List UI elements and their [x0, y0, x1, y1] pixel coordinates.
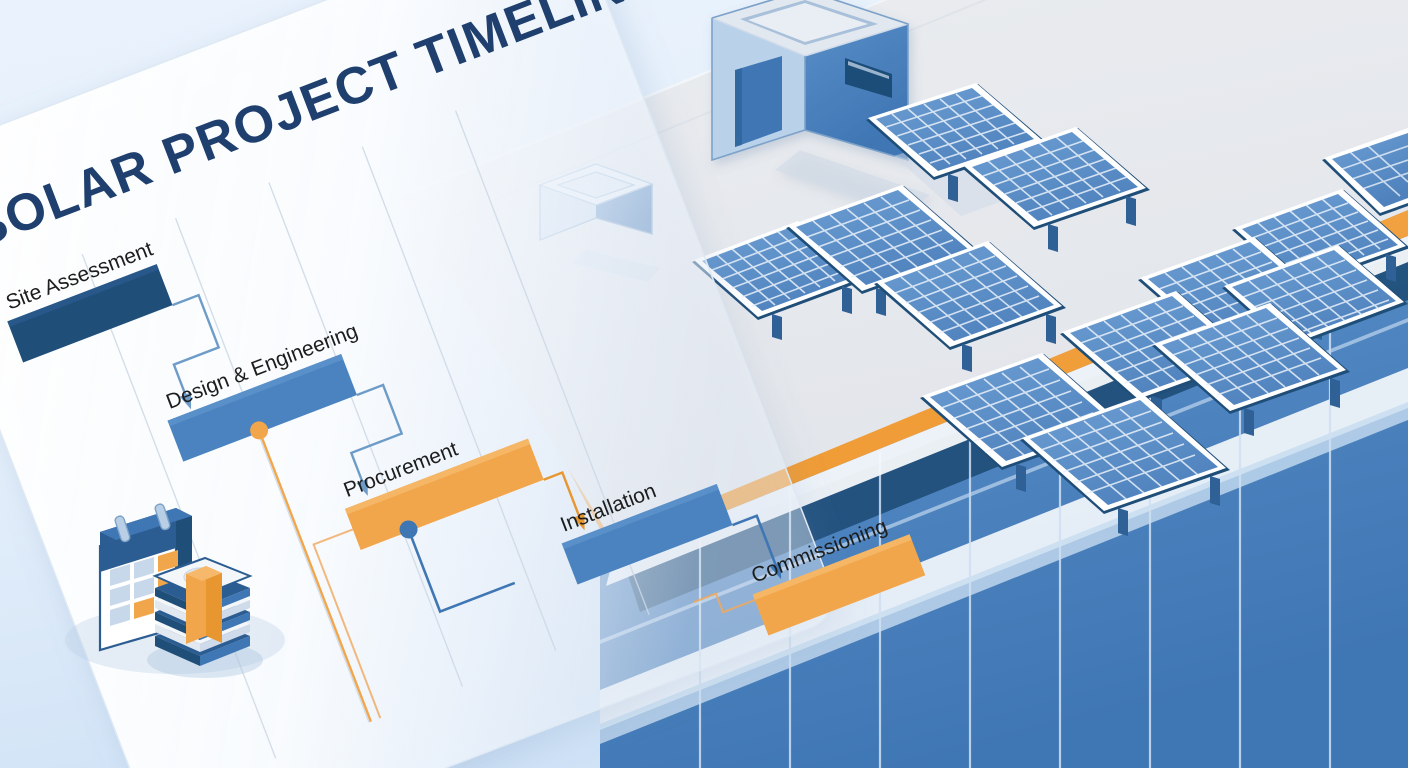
task-bar[interactable]	[562, 484, 733, 585]
task-bar-highlight	[753, 534, 912, 600]
solar-panel	[962, 127, 1150, 252]
task-bar[interactable]	[7, 264, 172, 362]
arrow-head	[356, 479, 373, 498]
solar-panel	[874, 241, 1066, 372]
arrow-head	[180, 392, 197, 411]
arrow-head	[770, 562, 787, 581]
task-bar-highlight	[168, 354, 344, 426]
timeline-trace	[694, 581, 755, 620]
solar-panel-array	[692, 83, 1408, 536]
card-border	[0, 0, 842, 768]
arrow-head	[573, 513, 590, 532]
calendar-rings	[114, 503, 171, 543]
milestone-marker[interactable]	[247, 419, 379, 725]
task-bar-highlight	[7, 264, 159, 327]
task-bar-highlight	[345, 439, 530, 515]
task-bar-highlight	[562, 484, 719, 549]
dependency-connector	[544, 470, 590, 537]
timeline-trace	[314, 529, 420, 718]
cash-stack-icon	[147, 558, 263, 678]
dependency-connector	[732, 514, 786, 589]
milestone-marker[interactable]	[397, 492, 515, 614]
task-bar[interactable]	[168, 354, 357, 462]
solar-panel	[1152, 303, 1350, 436]
cash-band	[186, 566, 222, 644]
dependency-connector	[327, 385, 418, 498]
solar-panel	[1020, 395, 1230, 536]
task-bar[interactable]	[753, 534, 926, 635]
task-bar[interactable]	[345, 439, 544, 550]
solar-panel	[1322, 128, 1408, 216]
dependency-connector	[148, 295, 236, 411]
